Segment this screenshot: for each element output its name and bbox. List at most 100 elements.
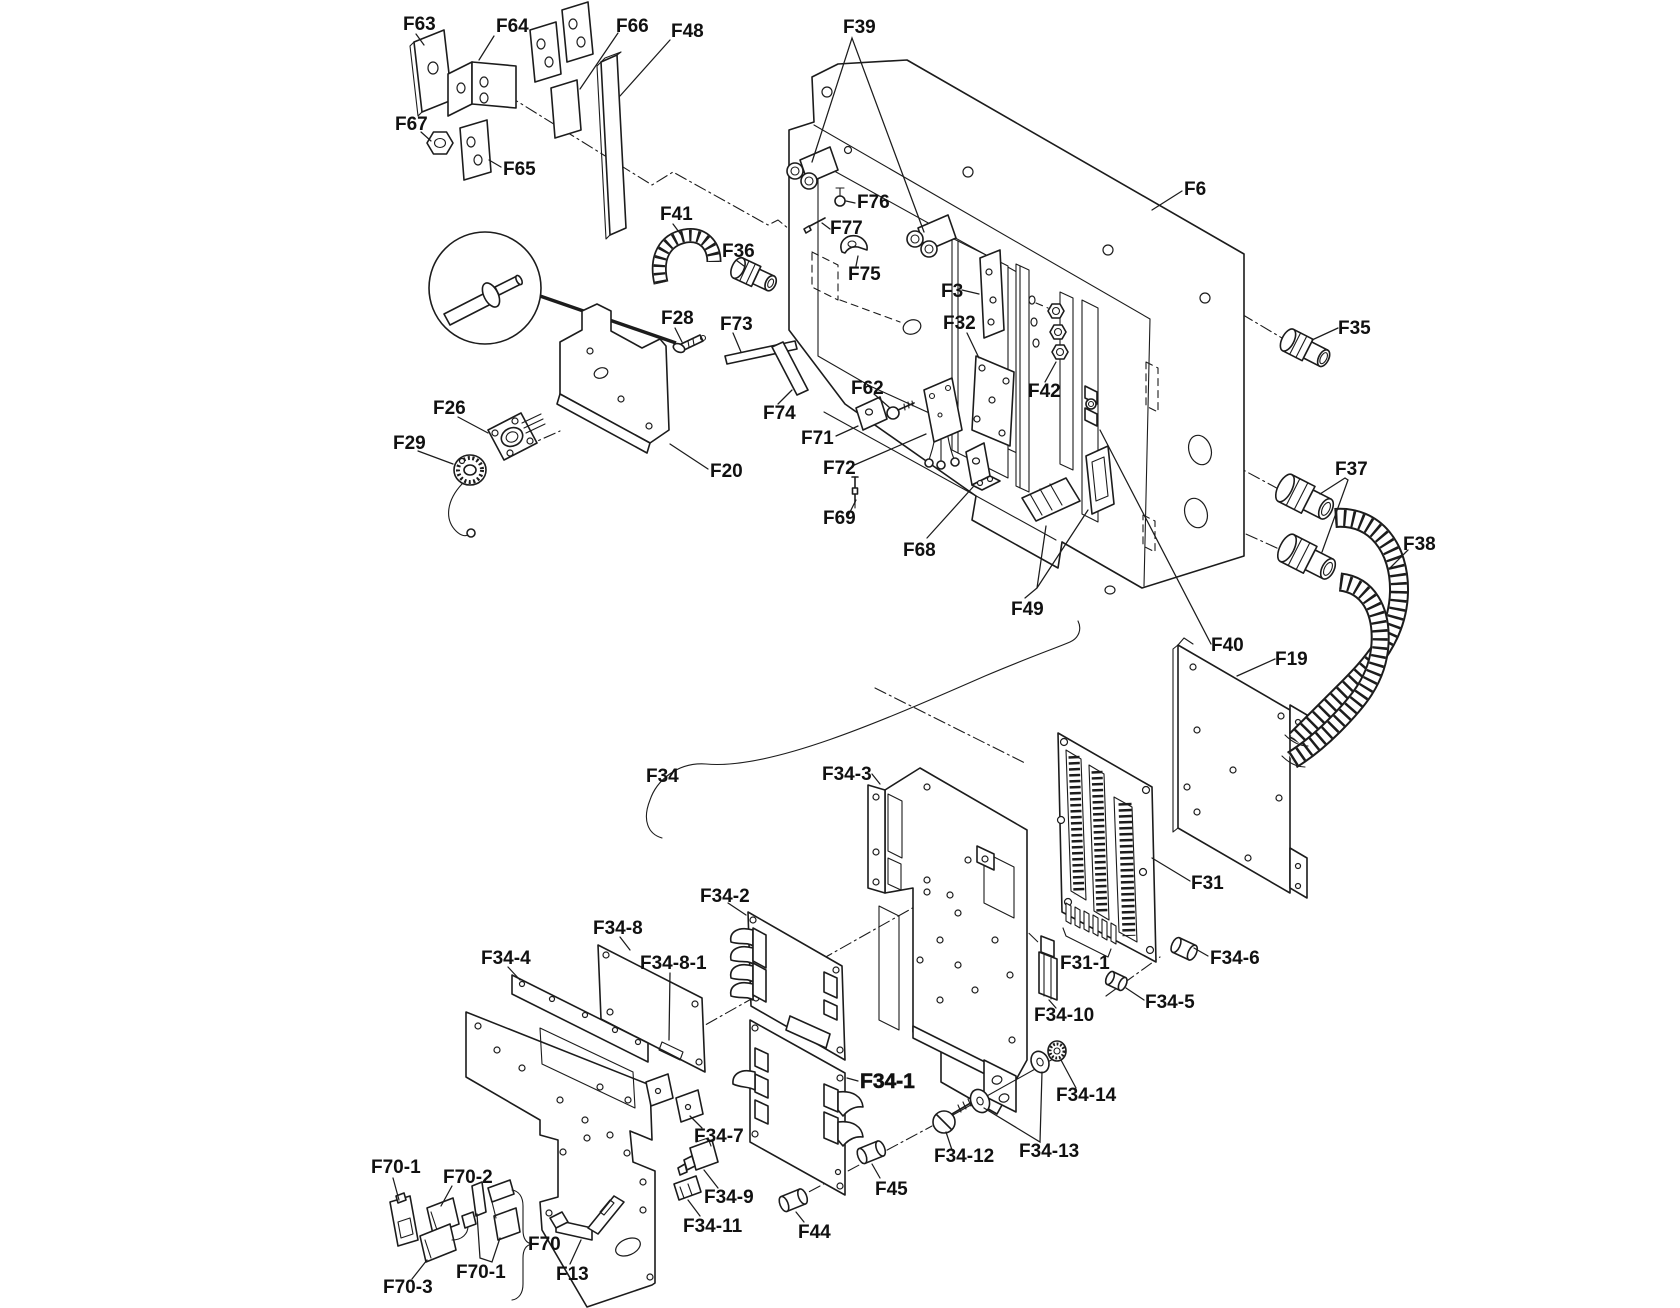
- part-f29-cap: [448, 454, 487, 538]
- part-f32-plate: [971, 355, 1015, 447]
- part-f42-nuts: [1028, 295, 1069, 360]
- label-f71: F71: [801, 428, 834, 449]
- part-f49-connectors: [1021, 445, 1115, 522]
- label-f69: F69: [823, 508, 856, 529]
- part-f45-spacer: [856, 1140, 887, 1165]
- label-f32: F32: [943, 313, 976, 334]
- label-f34-5: F34-5: [1145, 992, 1195, 1013]
- label-f34-14: F34-14: [1056, 1085, 1117, 1106]
- label-f42: F42: [1028, 381, 1061, 402]
- label-f34-11: F34-11: [683, 1216, 743, 1237]
- part-f3-plate: [979, 249, 1005, 339]
- label-f70-2: F70-2: [443, 1167, 493, 1188]
- label-f34-4: F34-4: [481, 948, 531, 969]
- part-f75-knob: [840, 234, 868, 254]
- part-f34-13-washers: [969, 1050, 1050, 1114]
- label-f3: F3: [941, 281, 963, 302]
- part-f26-connector: [487, 412, 546, 461]
- part-f76-screw: [834, 187, 846, 207]
- part-f40-lug: [1084, 385, 1098, 427]
- label-f62: F62: [851, 378, 884, 399]
- label-f66: F66: [616, 16, 649, 37]
- label-f76: F76: [857, 192, 890, 213]
- part-f68-bracket: [965, 442, 1001, 491]
- label-f34-2: F34-2: [700, 886, 750, 907]
- label-f36: F36: [722, 241, 755, 262]
- label-f70-1b: F70-1: [456, 1262, 506, 1283]
- part-f35-fitting: [1279, 328, 1331, 368]
- part-f70-1b-brackets: [471, 1179, 521, 1241]
- part-f13-bracket: [549, 1195, 625, 1241]
- label-f44: F44: [798, 1222, 831, 1243]
- part-f28-screw: [672, 334, 707, 354]
- part-f36-fitting: [730, 256, 778, 292]
- part-f20-bracket: [556, 303, 670, 454]
- part-f38-hose: [1281, 507, 1410, 769]
- label-f34: F34: [646, 766, 679, 787]
- label-f34-6: F34-6: [1210, 948, 1260, 969]
- label-f19: F19: [1275, 649, 1308, 670]
- part-f34-10-connector: [1038, 935, 1058, 1001]
- label-f72: F72: [823, 458, 856, 479]
- label-f64: F64: [496, 16, 529, 37]
- part-f64-bracket: [447, 61, 517, 117]
- part-f6-panel: [788, 59, 1245, 595]
- label-f34-7: F34-7: [694, 1126, 744, 1147]
- label-f34-12: F34-12: [934, 1146, 994, 1167]
- label-f13: F13: [556, 1264, 589, 1285]
- part-f34-4-plate: [465, 974, 656, 1308]
- label-f48: F48: [671, 21, 704, 42]
- leader-lines: [392, 32, 1409, 1280]
- part-f34-6-spacer: [1170, 936, 1199, 961]
- label-f74: F74: [763, 403, 796, 424]
- part-f34-14-nut: [1047, 1040, 1067, 1062]
- label-f77: F77: [830, 218, 863, 239]
- label-f34-9: F34-9: [704, 1187, 754, 1208]
- label-f34-13: F34-13: [1019, 1141, 1079, 1162]
- part-f70-3-block: [419, 1211, 477, 1263]
- label-f68: F68: [903, 540, 936, 561]
- label-f28: F28: [661, 308, 694, 329]
- part-f34-2-board: [729, 911, 846, 1061]
- label-f70-3: F70-3: [383, 1277, 433, 1298]
- part-f34-8-plate: [597, 944, 706, 1073]
- label-f34-1: F34-1: [860, 1070, 915, 1093]
- part-f39-terminal-blocks: [786, 146, 957, 258]
- label-f34-10: F34-10: [1034, 1005, 1094, 1026]
- part-f34-9-connector: [677, 1137, 719, 1176]
- label-f37: F37: [1335, 459, 1368, 480]
- label-f35: F35: [1338, 318, 1371, 339]
- label-f26: F26: [433, 398, 466, 419]
- label-f29: F29: [393, 433, 426, 454]
- label-f70-1a: F70-1: [371, 1157, 421, 1178]
- label-f67: F67: [395, 114, 428, 135]
- label-f63: F63: [403, 14, 436, 35]
- label-f34-3: F34-3: [822, 764, 872, 785]
- part-f31-board: [1056, 732, 1157, 963]
- detail-circle-pin: [428, 231, 677, 345]
- part-f34-11-block: [673, 1175, 702, 1201]
- part-f19-plate: [1172, 637, 1308, 899]
- f34-group-curve: [645, 620, 1081, 839]
- part-f64-spacer-plates: [529, 1, 594, 83]
- label-f70: F70: [528, 1234, 561, 1255]
- label-f34-8-1: F34-8-1: [640, 953, 707, 974]
- part-f34-1-board: [732, 1019, 864, 1196]
- label-f65: F65: [503, 159, 536, 180]
- part-f66-pad: [550, 79, 582, 139]
- part-f37-glands: [1274, 473, 1337, 580]
- label-f40: F40: [1211, 635, 1244, 656]
- part-f44-spacer: [778, 1188, 809, 1213]
- part-f48-bar: [596, 51, 627, 240]
- part-f70-1a-switch: [389, 1192, 419, 1247]
- part-f74-strip: [771, 341, 809, 396]
- f70-group-brace: [511, 1189, 533, 1301]
- label-f73: F73: [720, 314, 753, 335]
- labels: F63 F64 F66 F48 F39 F67 F65 F76 F77 F6 F…: [371, 14, 1436, 1298]
- label-f31: F31: [1191, 873, 1224, 894]
- part-f34-7-pads: [645, 1073, 704, 1123]
- part-f41-hose: [651, 228, 722, 285]
- label-f39: F39: [843, 17, 876, 38]
- part-f69-screw: [851, 476, 859, 509]
